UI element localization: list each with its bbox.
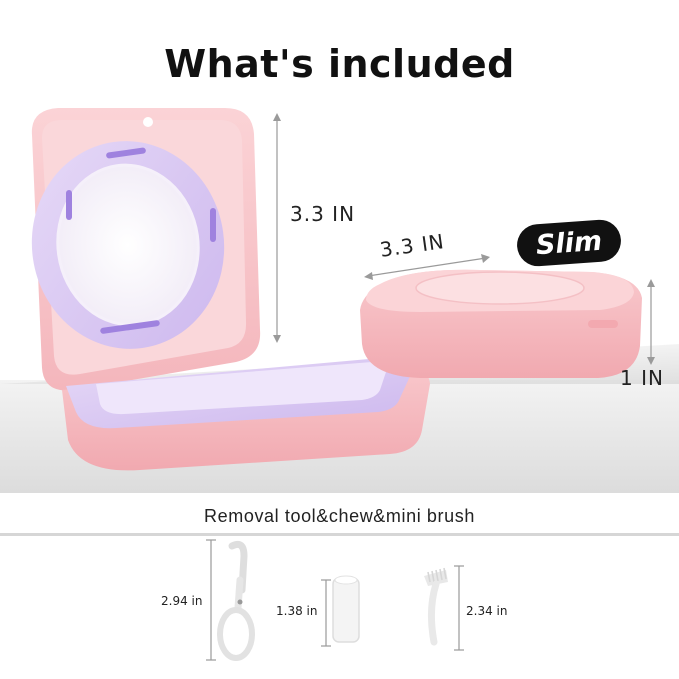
case-closed <box>360 269 642 378</box>
section-divider <box>0 533 679 536</box>
case-lid <box>31 108 261 391</box>
page-title: What's included <box>164 42 515 86</box>
case-base <box>62 357 430 471</box>
chew-illustration <box>332 575 360 643</box>
height-label: 3.3 IN <box>290 202 356 226</box>
accessory-dimension-lines <box>206 539 464 661</box>
dimension-guides <box>273 113 655 365</box>
chew-size-label: 1.38 in <box>276 604 318 618</box>
slim-badge: Slim <box>515 218 623 268</box>
removal-tool-size-label: 2.94 in <box>161 594 203 608</box>
thickness-label: 1 IN <box>620 366 664 390</box>
hinge-dot <box>143 117 153 127</box>
mini-brush-illustration <box>424 567 448 646</box>
accessories-heading: Removal tool&chew&mini brush <box>204 506 475 526</box>
removal-tool-illustration <box>217 540 255 661</box>
mini-brush-size-label: 2.34 in <box>466 604 508 618</box>
